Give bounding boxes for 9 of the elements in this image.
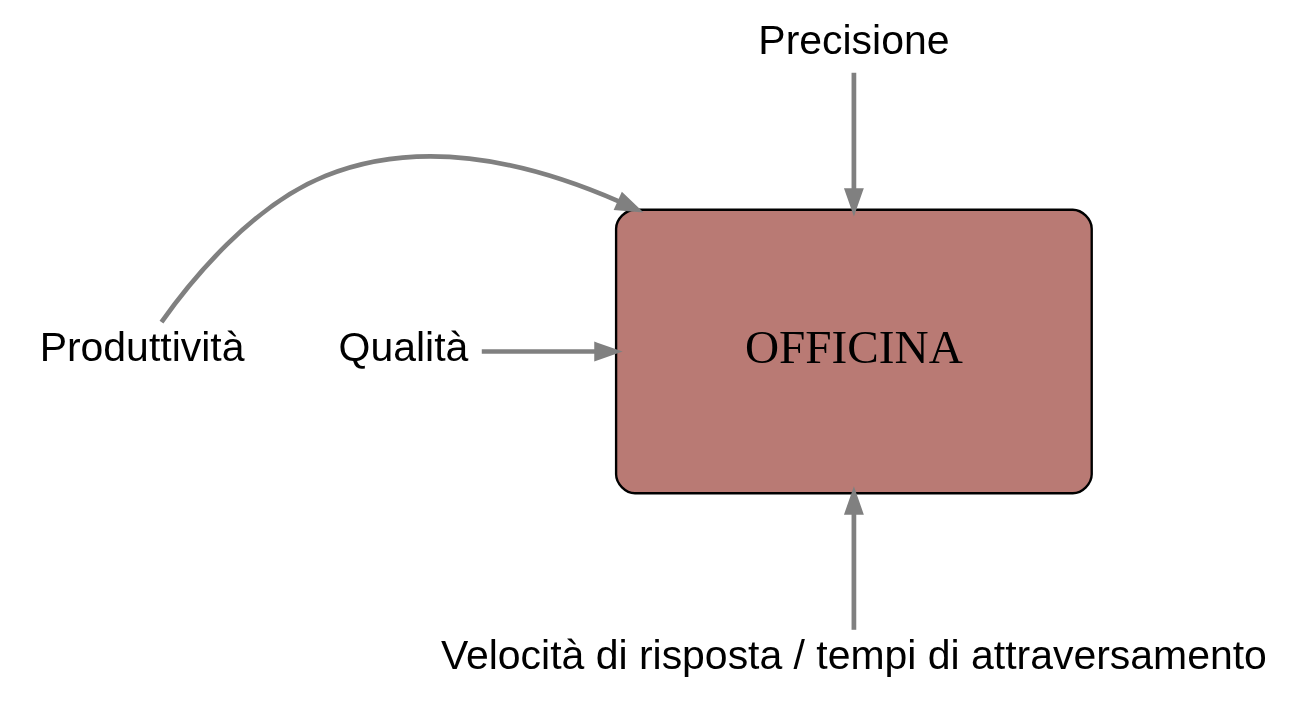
arrow [159, 154, 644, 324]
node-text: Produttività [39, 324, 244, 371]
arrow [843, 486, 864, 630]
node-box: OFFICINA [614, 208, 1093, 495]
node-text: Precisione [757, 16, 949, 63]
arrow [843, 72, 864, 217]
node-text: Velocità di risposta / tempi di attraversamento [440, 632, 1267, 679]
node-text: Qualità [338, 324, 468, 371]
arrow [481, 341, 623, 362]
